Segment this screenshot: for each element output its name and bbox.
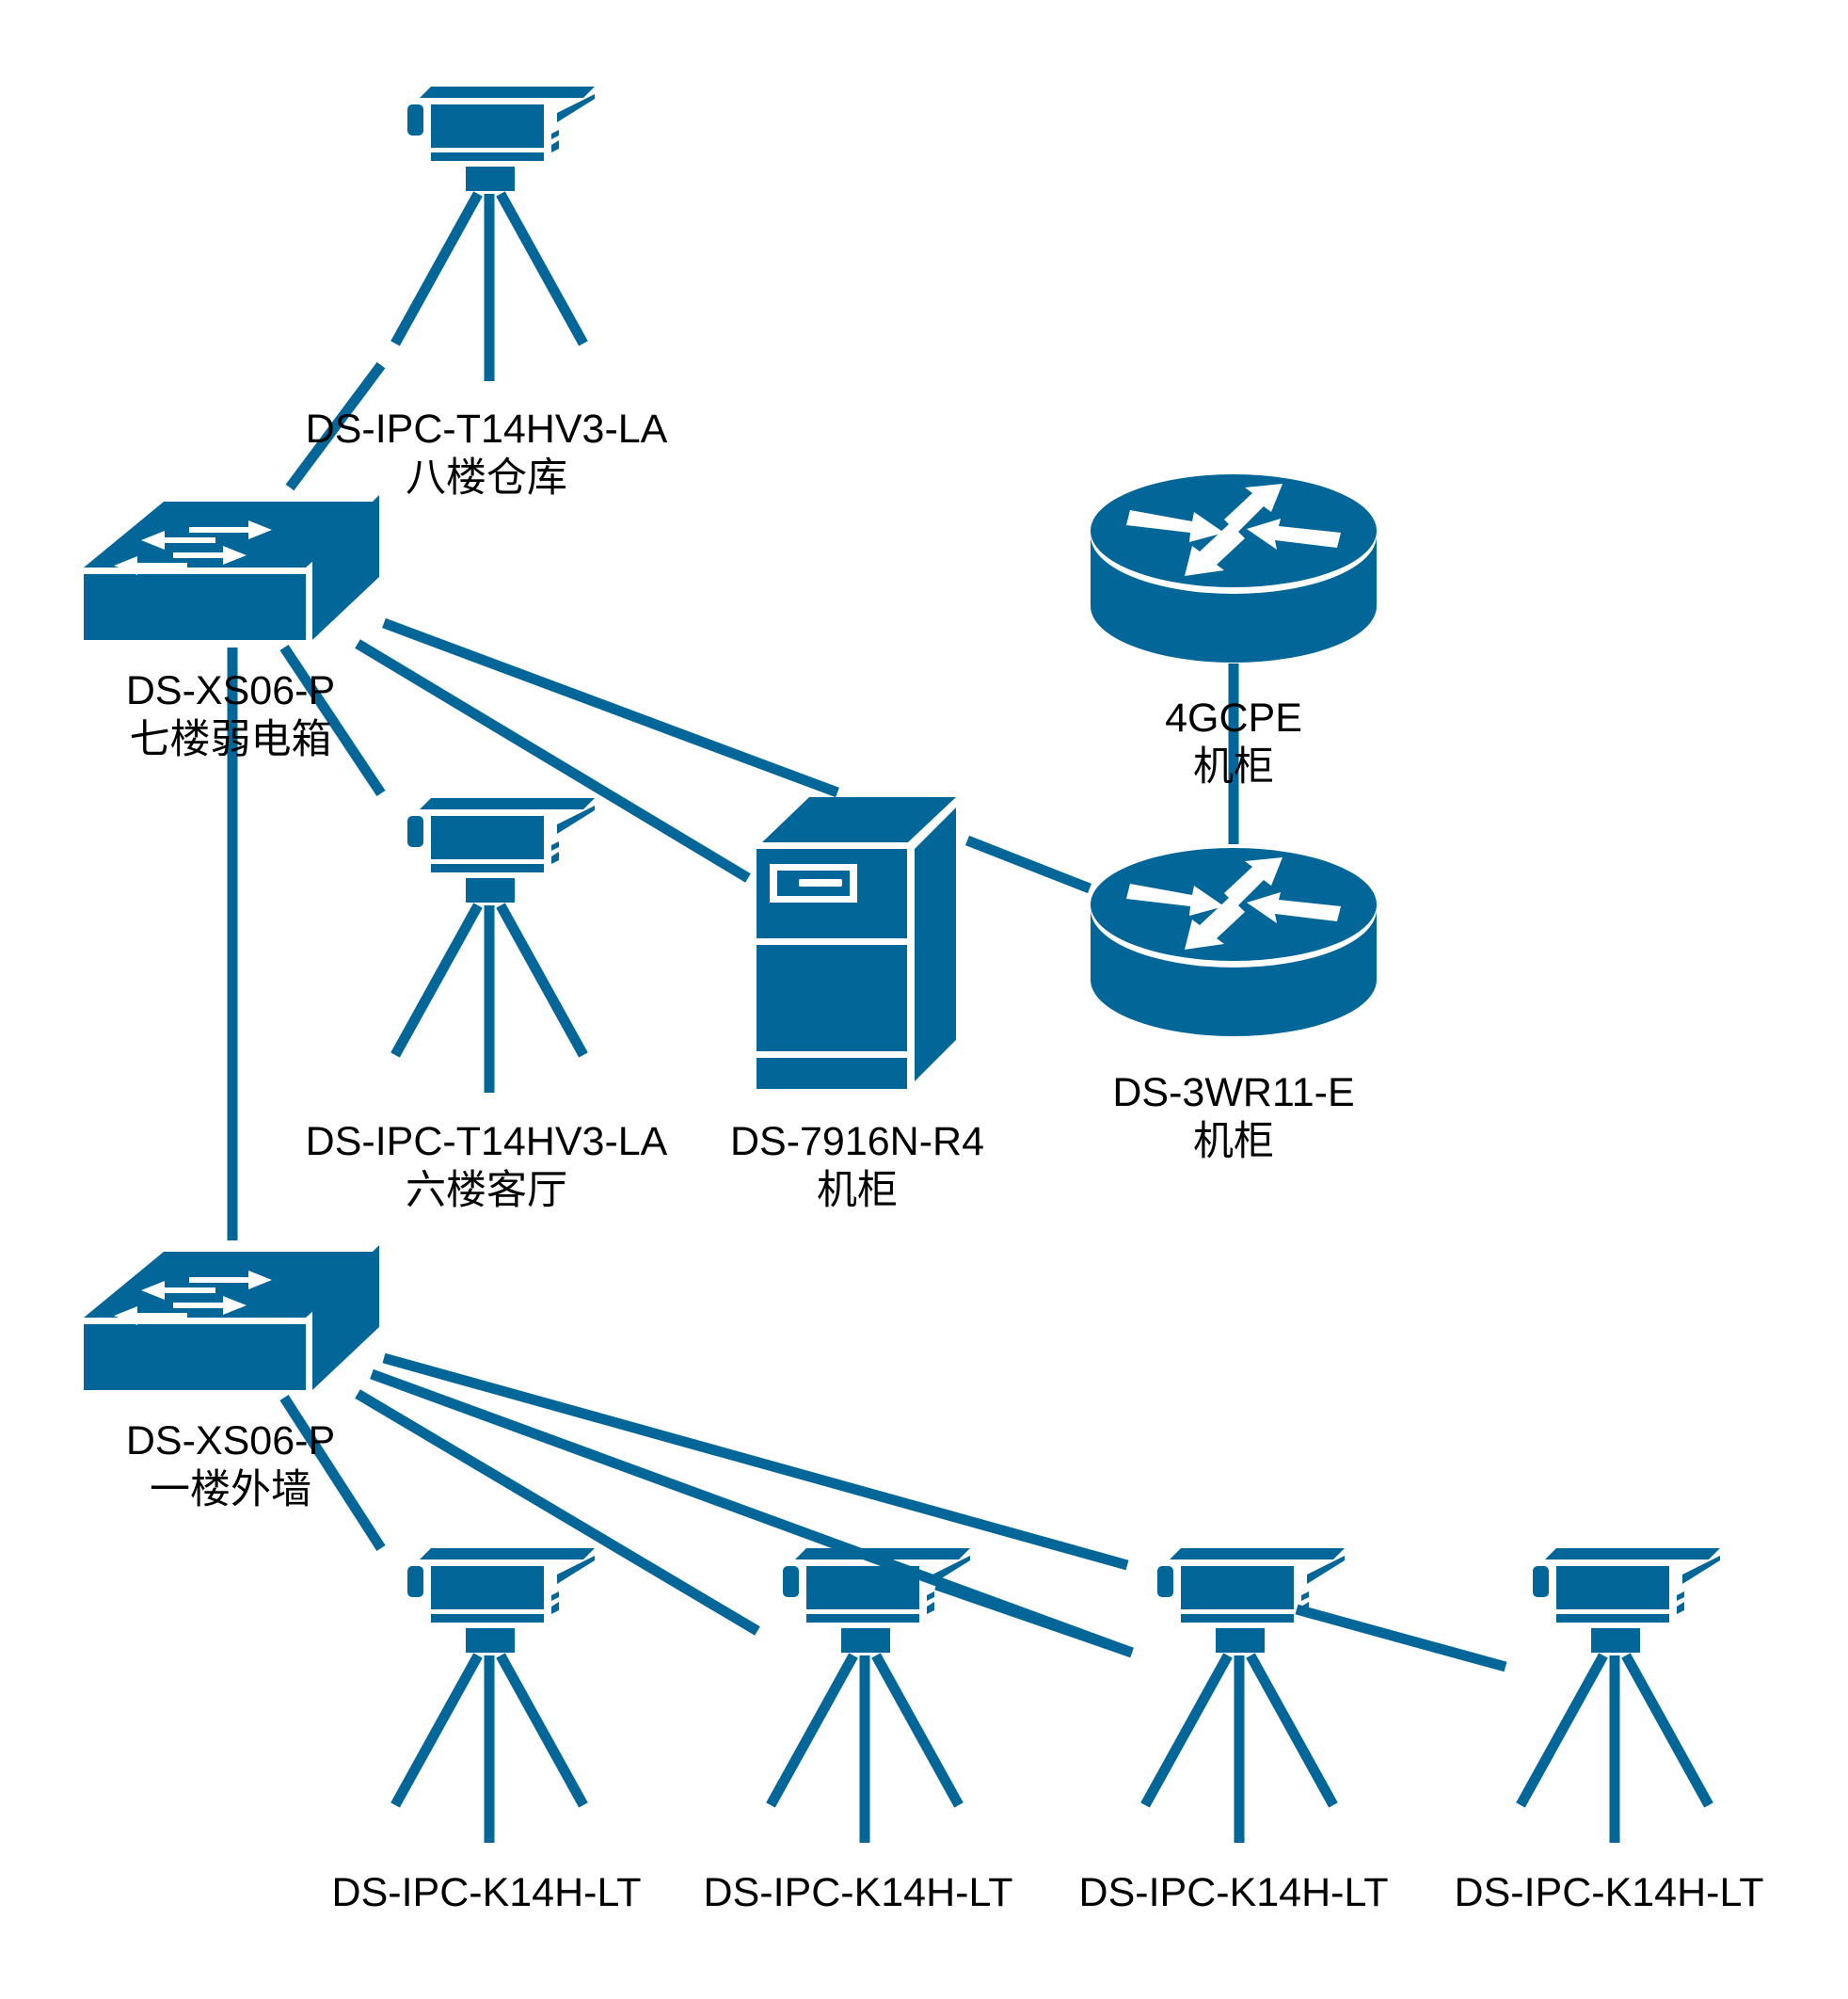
router-icon <box>1091 848 1377 1036</box>
switch-icon <box>84 1245 379 1390</box>
label-nvr-location: 机柜 <box>817 1168 898 1213</box>
router-node-main[interactable] <box>1091 848 1377 1036</box>
link-nvr-router <box>964 835 1092 894</box>
switch-node-7f[interactable] <box>84 495 379 640</box>
camera-icon <box>395 798 595 1093</box>
label-sw1f-location: 一楼外墙 <box>150 1467 311 1512</box>
label-cam8f-location: 八楼仓库 <box>406 456 567 501</box>
link-sw7f-cam6f <box>279 644 386 797</box>
switch-node-1f[interactable] <box>84 1245 379 1390</box>
label-sw1f-model: DS-XS06-P <box>126 1418 335 1463</box>
server-node-nvr[interactable] <box>757 797 956 1089</box>
link-sw7f-nvr <box>355 639 751 883</box>
label-router-location: 机柜 <box>1193 1119 1274 1164</box>
camera-node-3[interactable] <box>1145 1548 1345 1843</box>
label-cam6f-model: DS-IPC-T14HV3-LA <box>306 1119 668 1164</box>
links <box>227 361 1507 1672</box>
camera-icon <box>771 1548 970 1843</box>
link-sw7f-cam8f <box>285 361 386 491</box>
camera-icon <box>1521 1548 1720 1843</box>
label-router-model: DS-3WR11-E <box>1112 1070 1354 1115</box>
label-cam3-model: DS-IPC-K14H-LT <box>1079 1870 1389 1915</box>
link-cam2-cam3 <box>934 1579 1134 1658</box>
link-sw1f-cam2 <box>355 1389 760 1636</box>
link-sw1f-cam4 <box>382 1352 1129 1571</box>
label-nvr-model: DS-7916N-R4 <box>730 1119 984 1164</box>
label-cam6f-location: 六楼客厅 <box>406 1168 567 1213</box>
camera-icon <box>395 87 595 381</box>
link-cam3-cam4 <box>1295 1604 1507 1672</box>
camera-node-8f[interactable] <box>395 87 595 381</box>
link-sw1f-cam1 <box>279 1395 386 1551</box>
camera-node-6f[interactable] <box>395 798 595 1093</box>
camera-node-4[interactable] <box>1521 1548 1720 1843</box>
label-cam4-model: DS-IPC-K14H-LT <box>1455 1870 1764 1915</box>
camera-node-2[interactable] <box>771 1548 970 1843</box>
camera-icon <box>395 1548 595 1843</box>
router-icon <box>1091 474 1377 663</box>
label-cpe-location: 机柜 <box>1193 744 1274 790</box>
label-sw7f-model: DS-XS06-P <box>126 668 335 713</box>
switch-icon <box>84 495 379 640</box>
label-cam2-model: DS-IPC-K14H-LT <box>704 1870 1013 1915</box>
camera-node-1[interactable] <box>395 1548 595 1843</box>
label-sw7f-location: 七楼弱电箱 <box>130 717 332 762</box>
label-cam1-model: DS-IPC-K14H-LT <box>332 1870 642 1915</box>
label-cam8f-model: DS-IPC-T14HV3-LA <box>306 407 668 452</box>
camera-icon <box>1145 1548 1345 1843</box>
label-cpe-model: 4GCPE <box>1165 696 1302 741</box>
router-node-cpe[interactable] <box>1091 474 1377 663</box>
link-sw7f-router <box>382 617 839 798</box>
server-icon <box>757 797 956 1089</box>
